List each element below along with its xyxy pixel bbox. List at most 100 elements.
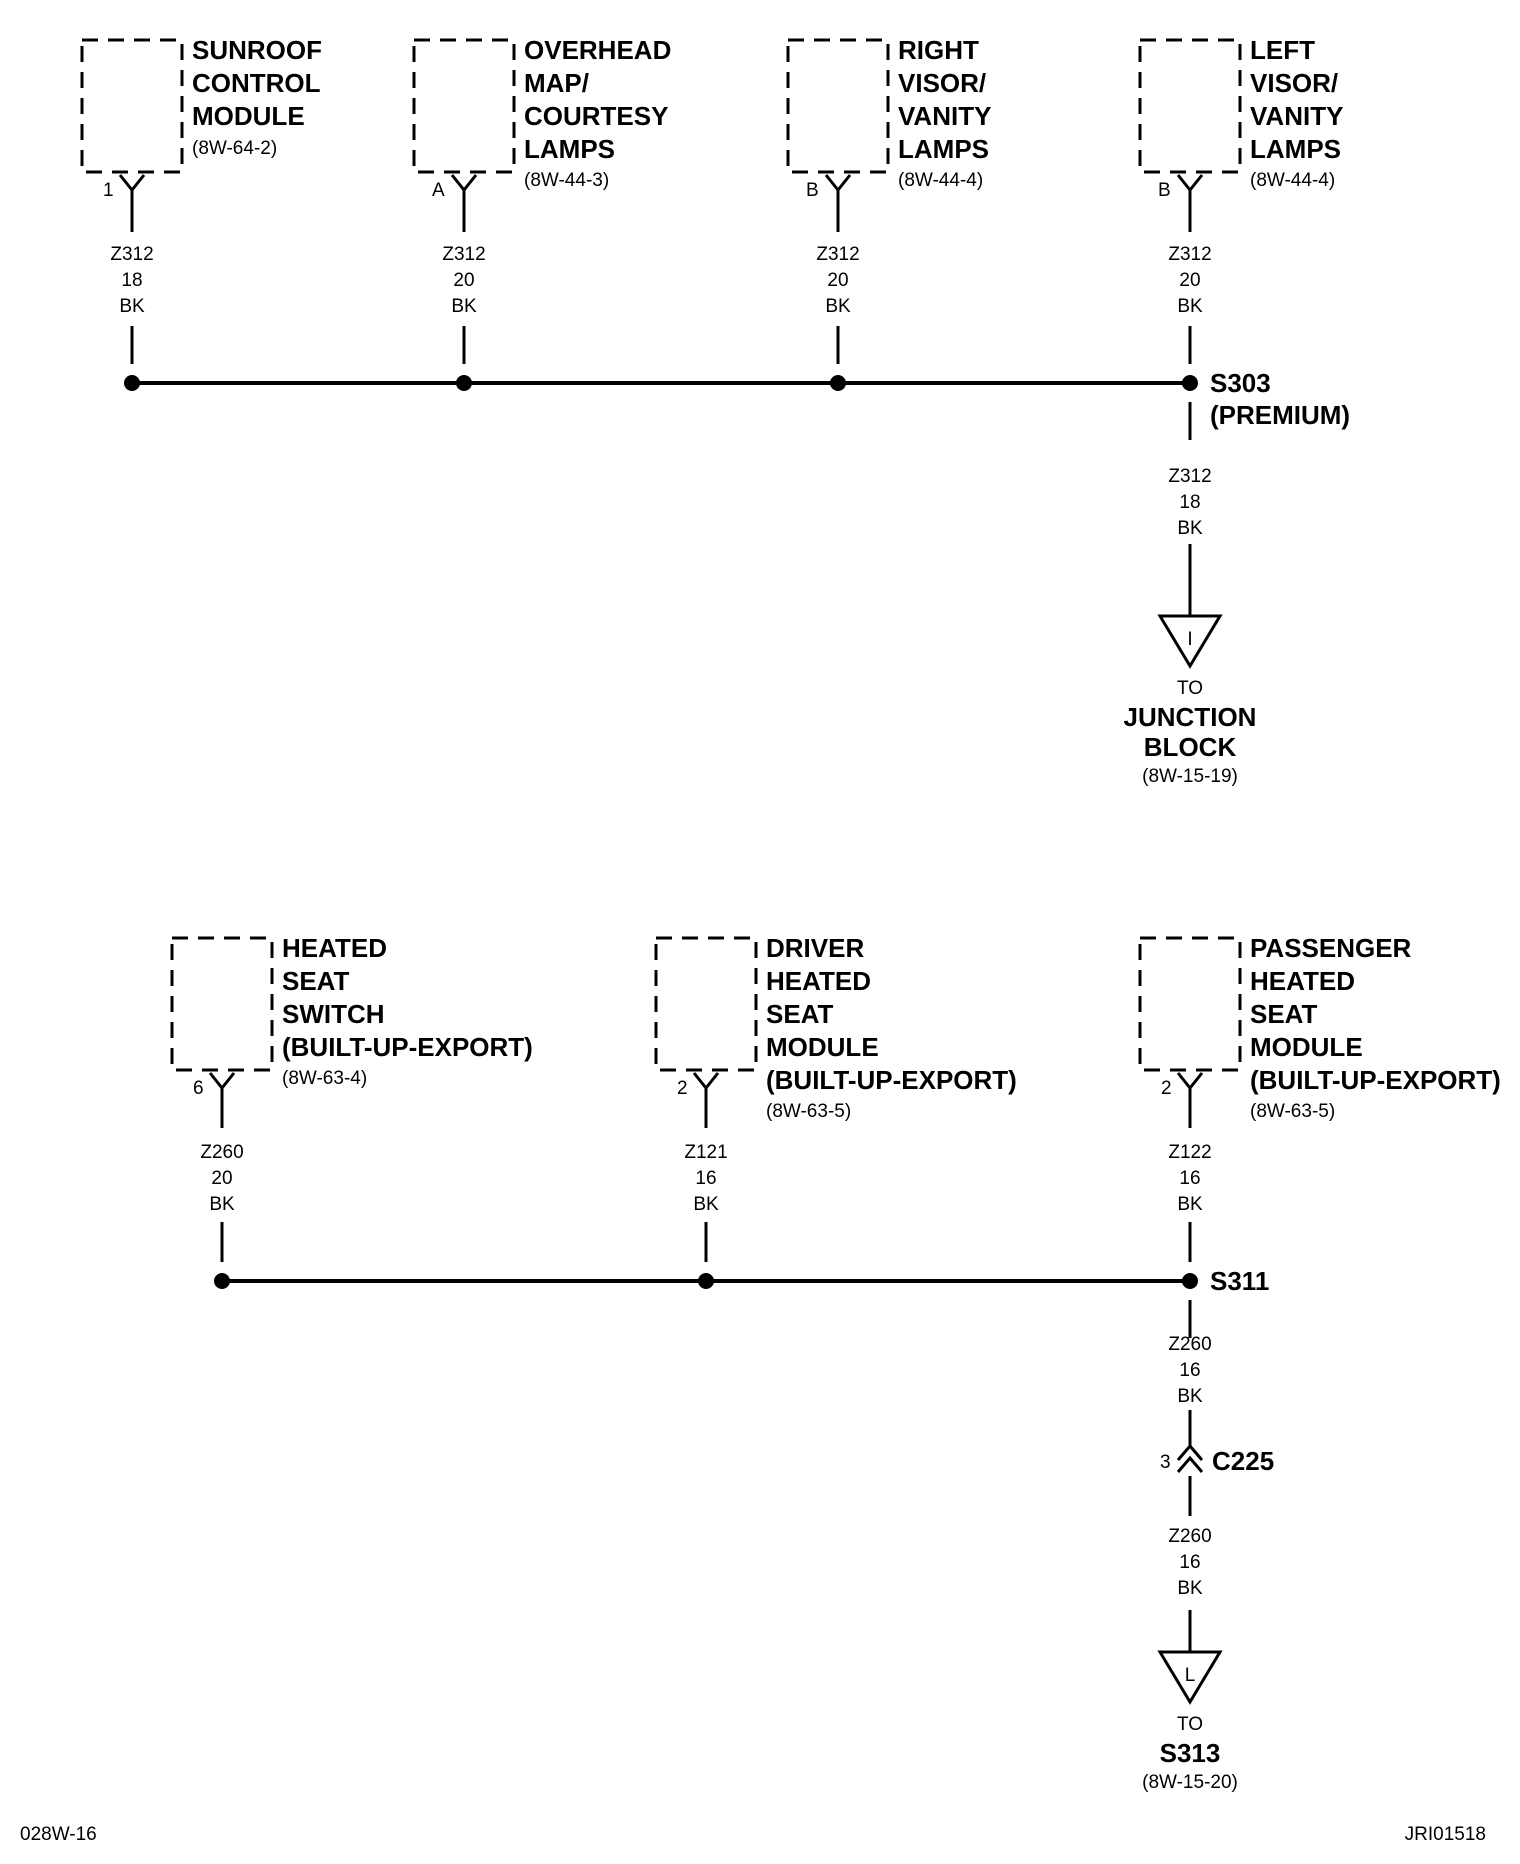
component-title: HEATED [282, 933, 387, 963]
wire-circuit: Z260 [200, 1142, 243, 1163]
page-code: 028W-16 [20, 1824, 97, 1845]
wire-circuit: Z312 [816, 244, 859, 265]
component-title: LAMPS [898, 134, 989, 164]
component-ref: (8W-44-3) [524, 170, 609, 191]
pin-label: B [1158, 180, 1171, 201]
component-title: COURTESY [524, 101, 668, 131]
component-ref: (8W-63-5) [766, 1101, 851, 1122]
wire-circuit: Z312 [110, 244, 153, 265]
splice-dot [830, 375, 846, 391]
wire-gauge: 20 [453, 270, 474, 291]
ground-destination: JUNCTION [1124, 702, 1257, 732]
wire-color: BK [119, 296, 145, 317]
pin-connector-symbol [1176, 174, 1204, 232]
pin-label: A [432, 180, 445, 201]
component-ref: (8W-63-4) [282, 1068, 367, 1089]
splice-dot-s303 [1182, 375, 1198, 391]
component-title: VANITY [898, 101, 991, 131]
wire-gauge: 20 [827, 270, 848, 291]
wire-gauge: 16 [1179, 1168, 1200, 1189]
pin-connector-symbol [450, 174, 478, 232]
pin-label: 2 [677, 1078, 688, 1099]
pin-label: 1 [103, 180, 114, 201]
component-box-left-visor [1138, 38, 1242, 174]
component-box-driver-heated-seat [654, 936, 758, 1072]
ground-letter: L [1185, 1665, 1196, 1686]
wire-circuit: Z312 [1168, 244, 1211, 265]
ground-triangle-s313 [1157, 1650, 1223, 1705]
wire-color: BK [1177, 518, 1203, 539]
pin-connector-symbol [208, 1072, 236, 1128]
component-title: VISOR/ [898, 68, 986, 98]
component-title: PASSENGER [1250, 933, 1412, 963]
wire-color: BK [209, 1194, 235, 1215]
component-title: DRIVER [766, 933, 864, 963]
wire-color: BK [1177, 1386, 1203, 1407]
component-ref: (8W-44-4) [1250, 170, 1335, 191]
component-title: SWITCH [282, 999, 385, 1029]
component-title: (BUILT-UP-EXPORT) [1250, 1065, 1501, 1095]
component-title: LAMPS [524, 134, 615, 164]
component-title: CONTROL [192, 68, 321, 98]
wire-color: BK [451, 296, 477, 317]
splice-note: (PREMIUM) [1210, 400, 1350, 430]
component-title: HEATED [1250, 966, 1355, 996]
component-ref: (8W-64-2) [192, 138, 277, 159]
splice-dot [214, 1273, 230, 1289]
wire-gauge: 18 [1179, 492, 1200, 513]
component-title: LEFT [1250, 35, 1315, 65]
component-box-right-visor [786, 38, 890, 174]
component-title: LAMPS [1250, 134, 1341, 164]
component-ref: (8W-44-4) [898, 170, 983, 191]
splice-dot-s311 [1182, 1273, 1198, 1289]
pin-connector-symbol [1176, 1072, 1204, 1128]
component-title: VISOR/ [1250, 68, 1338, 98]
component-title: MODULE [192, 101, 305, 131]
ground-ref: (8W-15-19) [1142, 766, 1238, 787]
pin-connector-symbol [118, 174, 146, 232]
splice-dot [456, 375, 472, 391]
component-box-sunroof [80, 38, 184, 174]
splice-label-s311: S311 [1210, 1266, 1269, 1296]
component-title: MODULE [1250, 1032, 1363, 1062]
wire-gauge: 16 [1179, 1360, 1200, 1381]
connector-c225-symbol [1176, 1443, 1204, 1473]
pin-label: 6 [193, 1078, 204, 1099]
wire-color: BK [825, 296, 851, 317]
component-title: SEAT [766, 999, 834, 1029]
ground-destination: BLOCK [1144, 732, 1237, 762]
splice-dot [124, 375, 140, 391]
pin-connector-symbol [824, 174, 852, 232]
component-ref: (8W-63-5) [1250, 1101, 1335, 1122]
component-title: OVERHEAD [524, 35, 671, 65]
connector-pin-label: 3 [1160, 1452, 1171, 1473]
component-title: SEAT [282, 966, 350, 996]
connector-label-c225: C225 [1212, 1446, 1274, 1476]
ground-to: TO [1177, 678, 1203, 699]
wire-gauge: 16 [695, 1168, 716, 1189]
wire-gauge: 20 [1179, 270, 1200, 291]
component-box-heated-seat-switch [170, 936, 274, 1072]
pin-label: 2 [1161, 1078, 1172, 1099]
wire-gauge: 18 [121, 270, 142, 291]
drawing-id: JRI01518 [1405, 1824, 1486, 1845]
component-title: SUNROOF [192, 35, 322, 65]
component-title: MAP/ [524, 68, 589, 98]
ground-triangle-junction-block [1157, 614, 1223, 669]
wire-circuit: Z312 [442, 244, 485, 265]
ground-letter: I [1187, 629, 1192, 650]
pin-label: B [806, 180, 819, 201]
wire-gauge: 16 [1179, 1552, 1200, 1573]
wire-color: BK [693, 1194, 719, 1215]
wire-gauge: 20 [211, 1168, 232, 1189]
wire-color: BK [1177, 296, 1203, 317]
wire-circuit: Z121 [684, 1142, 727, 1163]
ground-destination: S313 [1160, 1738, 1221, 1768]
wire-circuit: Z260 [1168, 1334, 1211, 1355]
component-box-overhead [412, 38, 516, 174]
splice-label-s303: S303 [1210, 368, 1271, 398]
component-title: (BUILT-UP-EXPORT) [766, 1065, 1017, 1095]
component-title: MODULE [766, 1032, 879, 1062]
wire-circuit: Z312 [1168, 466, 1211, 487]
